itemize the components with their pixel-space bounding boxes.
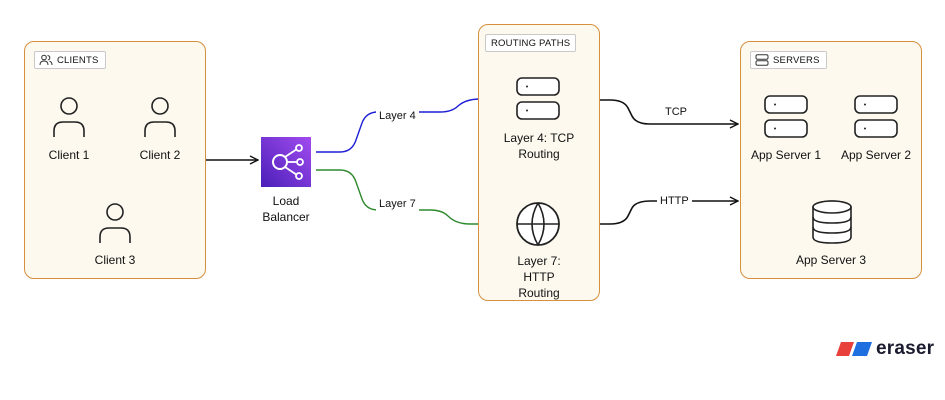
database-icon[interactable]	[810, 199, 854, 245]
clients-group-label: CLIENTS	[34, 51, 106, 69]
edge-http	[565, 201, 738, 225]
server-icon[interactable]	[763, 94, 809, 140]
clients-group-title: CLIENTS	[57, 54, 99, 66]
eraser-logo-icon	[836, 342, 872, 356]
servers-group-label: SERVERS	[750, 51, 827, 69]
client-3-label: Client 3	[94, 253, 136, 267]
edge-label-layer7: Layer 7	[376, 197, 419, 211]
user-icon	[53, 97, 85, 137]
tcp-routing-label-line2: Routing	[518, 147, 560, 161]
eraser-logo-text: eraser	[876, 338, 935, 359]
load-balancer-icon[interactable]	[261, 137, 311, 187]
user-icon	[99, 203, 131, 243]
app-server-3-label: App Server 3	[795, 253, 867, 267]
routing-paths-group-label: ROUTING PATHS	[485, 34, 577, 52]
users-icon	[39, 54, 53, 66]
edge-label-http: HTTP	[657, 194, 692, 208]
load-balancer-label: Load Balancer	[251, 193, 321, 225]
app-server-2-label: App Server 2	[840, 148, 912, 162]
server-icon[interactable]	[853, 94, 899, 140]
app-server-1-label: App Server 1	[750, 148, 822, 162]
servers-group-title: SERVERS	[773, 54, 820, 66]
user-icon	[144, 97, 176, 137]
client-2-label: Client 2	[139, 148, 181, 162]
tcp-routing-label-line1: Layer 4: TCP	[503, 131, 575, 145]
clients-group: CLIENTS	[24, 41, 206, 279]
routing-paths-group: ROUTING PATHS	[478, 24, 600, 301]
globe-icon[interactable]	[515, 201, 561, 247]
server-icon	[755, 54, 769, 66]
edge-label-layer4: Layer 4	[376, 109, 419, 123]
load-balancer-label-line1: Load	[272, 194, 300, 208]
load-balancer-label-line2: Balancer	[262, 210, 310, 224]
http-routing-label-line3: Routing	[518, 286, 560, 300]
edge-tcp	[565, 99, 738, 124]
eraser-logo: eraser	[836, 338, 934, 360]
http-routing-label-line1: Layer 7:	[517, 254, 561, 268]
http-routing-label: Layer 7: HTTP Routing	[504, 253, 574, 301]
server-icon[interactable]	[515, 76, 561, 122]
http-routing-label-line2: HTTP	[523, 270, 555, 284]
routing-paths-group-title: ROUTING PATHS	[491, 37, 571, 49]
client-1-label: Client 1	[48, 148, 90, 162]
tcp-routing-label: Layer 4: TCP Routing	[494, 130, 584, 162]
edge-label-tcp: TCP	[662, 105, 690, 119]
